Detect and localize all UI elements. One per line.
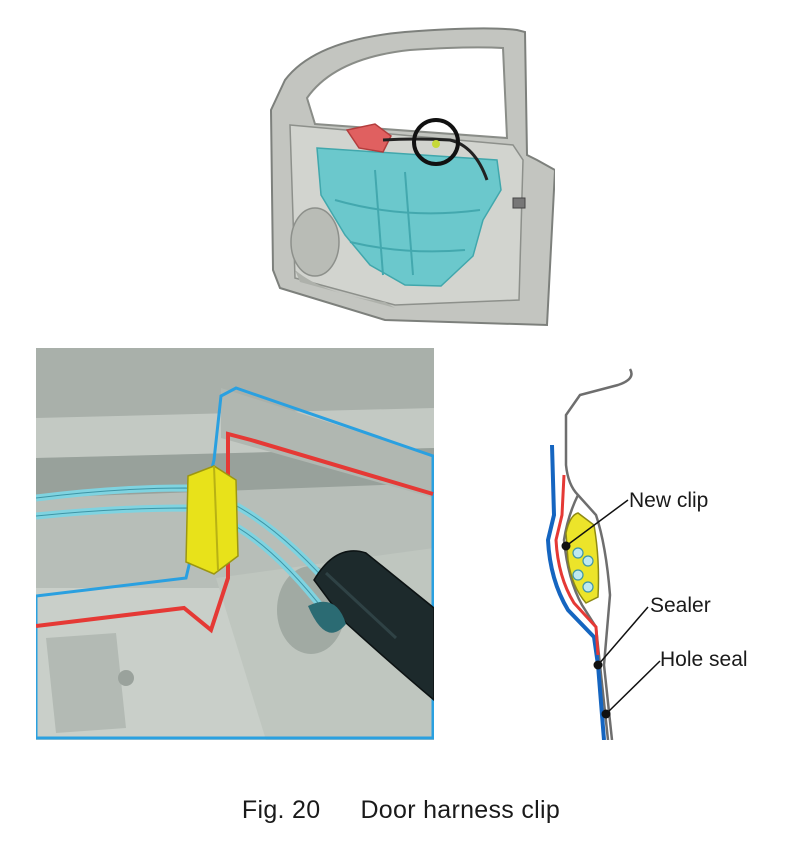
clip-closeup-illustration xyxy=(36,348,434,740)
figure-number: Fig. 20 xyxy=(241,796,321,824)
callout-new-clip: New clip xyxy=(629,489,709,512)
callout-hole-seal: Hole seal xyxy=(660,648,748,671)
figure-caption: Fig. 20 Door harness clip xyxy=(0,796,802,825)
callout-sealer: Sealer xyxy=(650,594,711,617)
cross-section-schematic xyxy=(538,365,638,740)
door-overview-illustration xyxy=(255,20,555,335)
figure-title: Door harness clip xyxy=(360,796,561,824)
